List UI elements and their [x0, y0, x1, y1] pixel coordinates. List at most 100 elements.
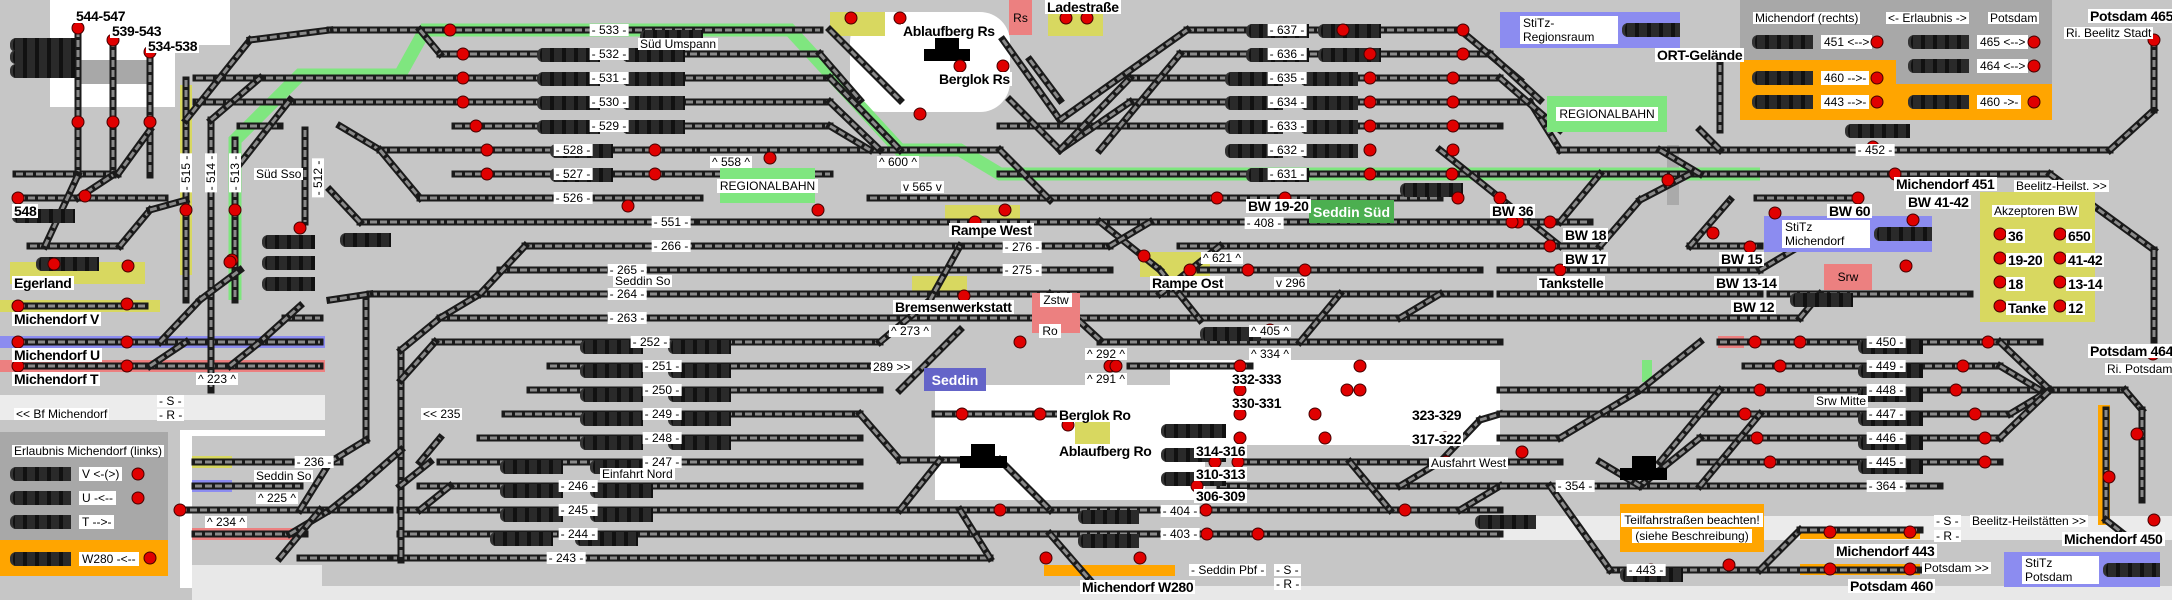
akzeptor-signal[interactable]	[1993, 275, 2007, 289]
signal[interactable]	[1210, 191, 1224, 205]
signal[interactable]	[648, 143, 662, 157]
signal[interactable]	[443, 23, 457, 37]
signal[interactable]	[1722, 558, 1736, 572]
signal[interactable]	[1763, 455, 1777, 469]
signal[interactable]	[648, 167, 662, 181]
signal[interactable]	[1903, 562, 1917, 576]
erlaubnis-465-button[interactable]	[2027, 35, 2041, 49]
signal[interactable]	[1451, 191, 1465, 205]
akzeptor-signal[interactable]	[2053, 251, 2067, 265]
signal[interactable]	[78, 189, 92, 203]
signal[interactable]	[480, 167, 494, 181]
erlaubnis-u-button[interactable]	[131, 491, 145, 505]
signal[interactable]	[1446, 143, 1460, 157]
akzeptor-signal[interactable]	[1993, 299, 2007, 313]
akzeptor-signal[interactable]	[2053, 227, 2067, 241]
signal[interactable]	[1200, 527, 1214, 541]
signal[interactable]	[71, 115, 85, 129]
signal[interactable]	[47, 257, 61, 271]
signal[interactable]	[228, 203, 242, 217]
signal[interactable]	[1456, 23, 1470, 37]
signal[interactable]	[1515, 445, 1529, 459]
signal[interactable]	[1978, 455, 1992, 469]
erlaubnis-v-button[interactable]	[131, 467, 145, 481]
signal[interactable]	[456, 95, 470, 109]
signal[interactable]	[456, 71, 470, 85]
signal[interactable]	[763, 151, 777, 165]
signal[interactable]	[1133, 551, 1147, 565]
signal[interactable]	[1706, 226, 1720, 240]
signal[interactable]	[1738, 407, 1752, 421]
signal[interactable]	[955, 407, 969, 421]
signal[interactable]	[1906, 213, 1920, 227]
signal[interactable]	[173, 503, 187, 517]
signal[interactable]	[1903, 525, 1917, 539]
signal[interactable]	[1033, 407, 1047, 421]
signal[interactable]	[1353, 383, 1367, 397]
signal[interactable]	[143, 115, 157, 129]
akzeptor-signal[interactable]	[1993, 227, 2007, 241]
signal[interactable]	[120, 297, 134, 311]
signal[interactable]	[223, 255, 237, 269]
signal[interactable]	[1978, 431, 1992, 445]
signal[interactable]	[1013, 335, 1027, 349]
signal[interactable]	[120, 359, 134, 373]
akzeptor-signal[interactable]	[1993, 251, 2007, 265]
signal[interactable]	[1137, 249, 1151, 263]
signal[interactable]	[893, 11, 907, 25]
signal[interactable]	[1981, 335, 1995, 349]
signal[interactable]	[1398, 503, 1412, 517]
erlaubnis-460-button[interactable]	[1870, 71, 1884, 85]
signal[interactable]	[1241, 263, 1255, 277]
signal[interactable]	[993, 503, 1007, 517]
erlaubnis-443-button[interactable]	[1870, 95, 1884, 109]
signal[interactable]	[1363, 47, 1377, 61]
signal[interactable]	[1336, 23, 1350, 37]
signal[interactable]	[1949, 383, 1963, 397]
signal[interactable]	[120, 335, 134, 349]
signal[interactable]	[1899, 259, 1913, 273]
signal[interactable]	[621, 199, 635, 213]
signal[interactable]	[2130, 427, 2144, 441]
signal[interactable]	[1039, 551, 1053, 565]
signal[interactable]	[1793, 335, 1807, 349]
signal[interactable]	[1363, 95, 1377, 109]
signal[interactable]	[1956, 359, 1970, 373]
signal[interactable]	[1251, 527, 1265, 541]
signal[interactable]	[1353, 359, 1367, 373]
signal[interactable]	[469, 119, 483, 133]
signal[interactable]	[1768, 206, 1782, 220]
signal[interactable]	[1543, 215, 1557, 229]
signal[interactable]	[1363, 143, 1377, 157]
signal[interactable]	[121, 259, 135, 273]
erlaubnis-w280-button[interactable]	[143, 551, 157, 565]
erlaubnis-451-button[interactable]	[1870, 35, 1884, 49]
signal[interactable]	[2102, 470, 2116, 484]
signal[interactable]	[844, 11, 858, 25]
signal[interactable]	[1823, 562, 1837, 576]
erlaubnis-464-button[interactable]	[2027, 59, 2041, 73]
signal[interactable]	[1445, 167, 1459, 181]
signal[interactable]	[1446, 95, 1460, 109]
signal[interactable]	[1446, 71, 1460, 85]
signal[interactable]	[1748, 335, 1762, 349]
erlaubnis-460p-button[interactable]	[2027, 95, 2041, 109]
akzeptor-signal[interactable]	[2053, 299, 2067, 313]
signal[interactable]	[1363, 71, 1377, 85]
signal[interactable]	[1750, 431, 1764, 445]
signal[interactable]	[456, 47, 470, 61]
signal[interactable]	[998, 203, 1012, 217]
signal[interactable]	[1363, 119, 1377, 133]
signal[interactable]	[913, 107, 927, 121]
signal[interactable]	[1340, 383, 1354, 397]
signal[interactable]	[179, 203, 193, 217]
signal[interactable]	[1363, 167, 1377, 181]
signal[interactable]	[1773, 359, 1787, 373]
signal[interactable]	[1968, 407, 1982, 421]
signal[interactable]	[1308, 407, 1322, 421]
signal[interactable]	[1318, 431, 1332, 445]
signal[interactable]	[1199, 503, 1213, 517]
signal[interactable]	[1446, 119, 1460, 133]
signal[interactable]	[293, 221, 307, 235]
signal[interactable]	[811, 203, 825, 217]
